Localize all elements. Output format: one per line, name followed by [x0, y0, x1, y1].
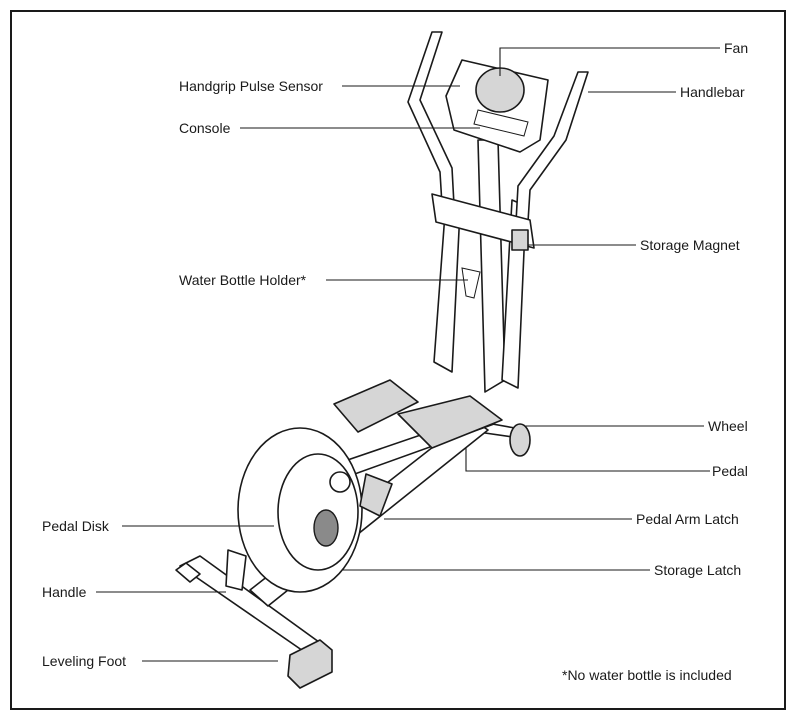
storage-magnet-shape: [511, 229, 529, 251]
water-bottle-holder-shape: [461, 267, 481, 299]
diagram-frame: [10, 10, 786, 710]
footnote: *No water bottle is included: [562, 667, 732, 683]
label-console: Console: [179, 120, 231, 136]
pedal-arm: [329, 379, 503, 481]
wheel-shape: [509, 423, 531, 457]
label-leveling-foot: Leveling Foot: [42, 653, 127, 669]
front-stabilizer: [175, 555, 333, 689]
label-water-bottle-holder: Water Bottle Holder*: [179, 272, 307, 288]
label-fan: Fan: [724, 40, 749, 56]
label-pedal: Pedal: [712, 463, 748, 479]
leader-lines: [96, 47, 720, 662]
label-handle: Handle: [42, 584, 87, 600]
label-storage-latch: Storage Latch: [654, 562, 742, 578]
handle-shape: [225, 549, 247, 591]
label-handlebar: Handlebar: [680, 84, 745, 100]
label-storage-magnet: Storage Magnet: [640, 237, 740, 253]
label-pedal-arm-latch: Pedal Arm Latch: [636, 511, 739, 527]
label-pedal-disk: Pedal Disk: [42, 518, 109, 534]
crossbar: [431, 193, 535, 251]
label-handgrip-pulse-sensor: Handgrip Pulse Sensor: [179, 78, 323, 94]
pedal-disk-shape: [237, 427, 363, 593]
pedal-shape: [397, 395, 503, 449]
label-wheel: Wheel: [708, 418, 748, 434]
pedal-arm-latch-shape: [359, 473, 393, 517]
console-shape: [445, 59, 549, 153]
